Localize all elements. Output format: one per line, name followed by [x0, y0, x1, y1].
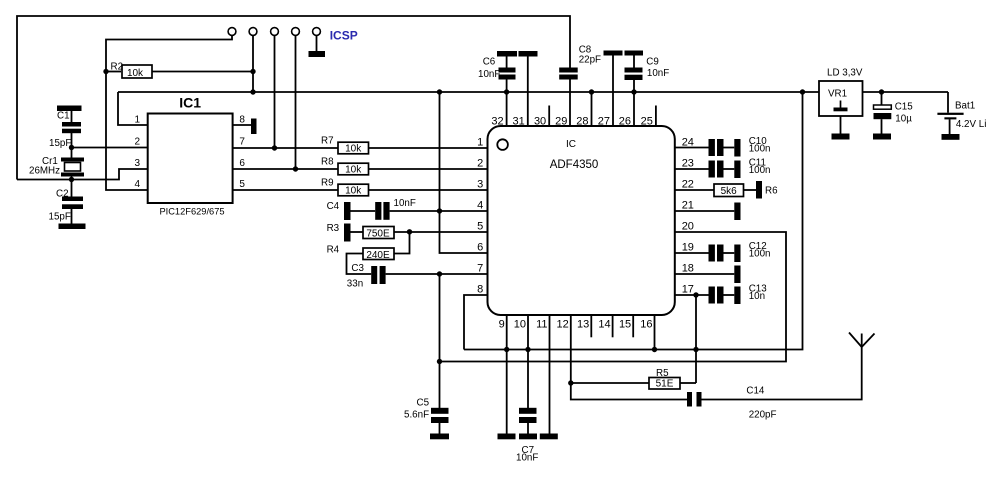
svg-text:C11: C11	[749, 158, 766, 169]
svg-text:10k: 10k	[345, 186, 362, 197]
svg-text:27: 27	[598, 116, 610, 128]
svg-text:IC1: IC1	[179, 95, 201, 111]
svg-text:10: 10	[514, 319, 526, 331]
svg-text:8: 8	[477, 284, 483, 296]
svg-text:10nF: 10nF	[394, 198, 416, 209]
svg-text:9: 9	[499, 319, 505, 331]
svg-text:C10: C10	[749, 136, 768, 147]
svg-text:C14: C14	[746, 386, 765, 397]
svg-text:26: 26	[619, 116, 631, 128]
svg-text:220pF: 220pF	[749, 410, 777, 421]
svg-text:C8: C8	[579, 45, 592, 56]
svg-text:19: 19	[682, 242, 694, 254]
svg-text:5k6: 5k6	[721, 186, 738, 197]
svg-text:10k: 10k	[127, 68, 144, 79]
svg-text:16: 16	[640, 319, 652, 331]
svg-text:4: 4	[134, 179, 140, 190]
svg-text:ICSP: ICSP	[330, 29, 358, 43]
svg-text:32: 32	[491, 116, 503, 128]
svg-text:C7: C7	[522, 445, 535, 456]
svg-text:R4: R4	[327, 245, 340, 256]
svg-text:10nF: 10nF	[478, 69, 500, 80]
svg-text:33n: 33n	[347, 279, 363, 290]
svg-text:14: 14	[598, 319, 610, 331]
svg-text:1: 1	[477, 137, 483, 149]
svg-text:12: 12	[557, 319, 569, 331]
svg-text:10nF: 10nF	[647, 68, 669, 79]
svg-text:IC: IC	[566, 139, 576, 150]
svg-text:26MHz: 26MHz	[29, 166, 60, 177]
svg-text:Bat1: Bat1	[955, 101, 975, 112]
svg-text:3: 3	[134, 158, 140, 169]
svg-text:10n: 10n	[749, 291, 765, 302]
svg-text:C9: C9	[646, 57, 659, 68]
svg-text:6: 6	[477, 242, 483, 254]
svg-text:R5: R5	[656, 368, 669, 379]
svg-text:28: 28	[576, 116, 588, 128]
svg-text:2: 2	[134, 137, 140, 148]
svg-text:24: 24	[682, 137, 694, 149]
svg-text:5: 5	[477, 221, 483, 233]
svg-text:20: 20	[682, 221, 694, 233]
svg-text:18: 18	[682, 263, 694, 275]
svg-text:240E: 240E	[366, 250, 390, 261]
svg-text:22: 22	[682, 179, 694, 191]
svg-text:7: 7	[239, 137, 245, 148]
svg-text:10nF: 10nF	[516, 453, 538, 464]
svg-text:8: 8	[239, 115, 245, 126]
svg-text:VR1: VR1	[828, 89, 847, 100]
svg-text:22pF: 22pF	[579, 55, 601, 66]
svg-text:4.2V Li: 4.2V Li	[956, 119, 987, 130]
svg-text:C3: C3	[351, 263, 364, 274]
svg-text:Cr1: Cr1	[42, 156, 58, 167]
svg-text:2: 2	[477, 158, 483, 170]
svg-text:3: 3	[477, 179, 483, 191]
svg-text:100n: 100n	[749, 144, 771, 155]
svg-text:100n: 100n	[749, 165, 771, 176]
svg-text:17: 17	[682, 284, 694, 296]
svg-text:C6: C6	[483, 57, 496, 68]
svg-text:C13: C13	[749, 283, 768, 294]
svg-text:ADF4350: ADF4350	[550, 159, 599, 171]
svg-text:10µ: 10µ	[895, 114, 912, 125]
svg-text:5: 5	[239, 179, 245, 190]
svg-text:51E: 51E	[656, 379, 674, 390]
svg-text:100n: 100n	[749, 249, 771, 260]
svg-text:23: 23	[682, 158, 694, 170]
svg-text:21: 21	[682, 200, 694, 212]
svg-text:5.6nF: 5.6nF	[404, 410, 429, 421]
svg-text:6: 6	[239, 158, 245, 169]
svg-text:15pF: 15pF	[49, 138, 71, 149]
svg-text:11: 11	[536, 319, 547, 331]
svg-text:R6: R6	[765, 186, 778, 197]
svg-text:R2: R2	[111, 61, 124, 72]
svg-text:C15: C15	[895, 102, 914, 113]
svg-text:R3: R3	[327, 223, 340, 234]
svg-text:13: 13	[577, 319, 589, 331]
svg-text:R7: R7	[321, 136, 334, 147]
svg-text:R8: R8	[321, 157, 334, 168]
svg-text:R9: R9	[321, 178, 334, 189]
svg-text:750E: 750E	[366, 229, 390, 240]
svg-text:15pF: 15pF	[49, 212, 71, 223]
svg-text:LD 3,3V: LD 3,3V	[827, 68, 863, 79]
svg-text:10k: 10k	[345, 165, 362, 176]
svg-text:31: 31	[513, 116, 525, 128]
svg-text:C12: C12	[749, 241, 767, 252]
svg-text:15: 15	[619, 319, 631, 331]
svg-text:C2: C2	[56, 189, 69, 200]
svg-text:C5: C5	[417, 398, 430, 409]
svg-text:C1: C1	[57, 111, 70, 122]
svg-text:7: 7	[477, 263, 483, 275]
svg-text:4: 4	[477, 200, 483, 212]
svg-text:C4: C4	[327, 201, 340, 212]
svg-text:30: 30	[534, 116, 546, 128]
svg-text:29: 29	[555, 116, 567, 128]
svg-text:1: 1	[134, 115, 140, 126]
svg-text:10k: 10k	[345, 144, 362, 155]
svg-text:25: 25	[641, 116, 653, 128]
svg-text:PIC12F629/675: PIC12F629/675	[159, 207, 224, 217]
